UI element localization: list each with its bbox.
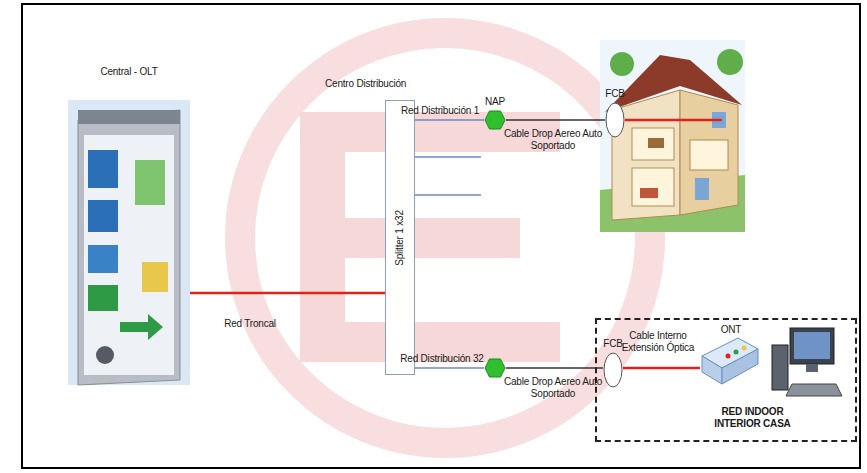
computer-icon — [772, 328, 842, 396]
link-label: Red Distribución 1 — [392, 105, 488, 117]
fiber-link — [415, 119, 484, 121]
flow-arrow — [120, 314, 163, 340]
splitter-box: Splitter 1 x32 — [385, 100, 415, 375]
equipment-panel — [88, 150, 118, 188]
pc-tower — [772, 345, 788, 390]
link-label: Red Distribución 32 — [392, 353, 492, 365]
node-label: Central - OLT — [68, 66, 190, 78]
frame-border — [22, 4, 860, 468]
house-window — [695, 178, 709, 200]
house-room — [632, 168, 674, 206]
olt-building — [68, 100, 190, 385]
ont-icon — [702, 338, 758, 384]
ellipse-outline — [606, 103, 624, 137]
node-picture-area — [68, 100, 190, 385]
link-label: Cable Interno Extensión Óptica — [620, 330, 696, 354]
ellipse-shape — [605, 102, 625, 138]
fiber-link — [190, 292, 385, 295]
ont-front — [702, 356, 722, 384]
node-label: FCB — [602, 88, 628, 100]
spare-output — [415, 194, 481, 196]
node-label: NAP — [480, 96, 510, 108]
ont-led — [742, 346, 747, 351]
region-label: RED INDOOR INTERIOR CASA — [705, 406, 800, 430]
house-furniture — [640, 188, 658, 198]
house-roof — [605, 55, 742, 112]
house-wall — [680, 90, 738, 215]
link-label: Cable Drop Aereo Auto Soportado — [501, 376, 606, 400]
node-picture-area — [700, 338, 762, 388]
equipment-panel — [135, 160, 165, 205]
tree — [717, 49, 743, 75]
indoor-fiber — [625, 119, 722, 122]
fiber-link — [506, 367, 603, 369]
fiber-link — [506, 119, 605, 121]
monitor — [790, 328, 834, 364]
monitor-screen — [794, 332, 830, 359]
tree — [610, 52, 634, 76]
building-interior — [84, 135, 174, 375]
olt-node: Central - OLT — [68, 66, 190, 78]
building-roof — [78, 110, 180, 124]
ont-led — [734, 350, 739, 355]
watermark-ring — [240, 33, 650, 443]
hex-shape — [484, 358, 506, 378]
hex-shape — [484, 110, 506, 130]
splitter-node: Centro DistribuciónSplitter 1 x32 — [325, 78, 425, 90]
house-room — [690, 140, 728, 170]
equipment-panel — [142, 262, 168, 292]
house-furniture — [648, 138, 664, 148]
spare-output — [415, 156, 481, 158]
ont-led — [726, 354, 731, 359]
ont-node: ONT — [700, 324, 762, 336]
node-heading: Centro Distribución — [325, 78, 425, 90]
house-illustration — [600, 40, 745, 232]
keyboard — [786, 384, 842, 396]
equipment-panel — [88, 200, 118, 232]
watermark-logo — [240, 33, 650, 443]
nap-node: NAP — [480, 96, 510, 130]
fiber-link — [623, 367, 700, 370]
monitor-stand — [806, 364, 818, 372]
watermark-bar — [300, 112, 345, 362]
ellipse-outline — [604, 353, 622, 387]
ont-side — [722, 349, 758, 384]
fiber-link — [415, 367, 484, 369]
ellipse-shape — [603, 352, 623, 388]
nap-node — [480, 358, 510, 378]
building-sky — [68, 100, 190, 385]
hex-outline — [485, 359, 505, 377]
fcb-node: FCB — [602, 88, 628, 138]
link-label: Cable Drop Aereo Auto Soportado — [501, 128, 606, 152]
equipment-icon — [96, 346, 114, 364]
equipment-panel — [88, 285, 118, 311]
link-label: Red Troncal — [205, 318, 295, 330]
building-body — [78, 110, 180, 385]
hex-outline — [485, 111, 505, 129]
node-label: ONT — [700, 324, 762, 336]
house-room — [632, 128, 674, 160]
equipment-panel — [88, 245, 118, 273]
splitter-label: Splitter 1 x32 — [394, 210, 406, 266]
